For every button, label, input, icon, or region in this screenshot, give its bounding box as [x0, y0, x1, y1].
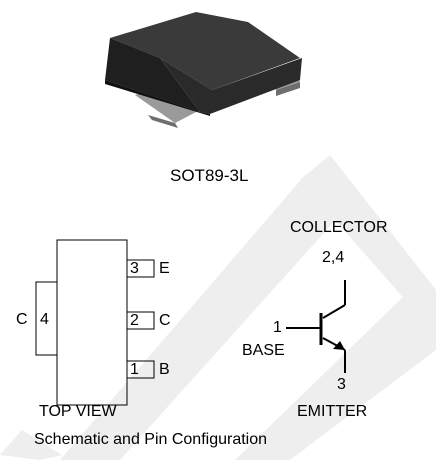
top-view-label: TOP VIEW — [39, 403, 117, 420]
pin-1-number: 1 — [130, 361, 139, 378]
pin-2-name: C — [159, 312, 171, 329]
package-body-left — [105, 38, 200, 112]
collector-diagonal — [322, 304, 346, 319]
tab-outline — [35, 281, 58, 356]
emitter-arrow — [333, 341, 345, 350]
collector-label: COLLECTOR — [290, 219, 388, 236]
emitter-label: EMITTER — [297, 403, 368, 420]
pin-box-2 — [126, 311, 155, 330]
tab-number: 4 — [40, 311, 49, 328]
base-pin-number: 1 — [273, 319, 282, 336]
pin-box-3 — [126, 259, 155, 278]
package-name: SOT89-3L — [170, 166, 249, 185]
tab-name: C — [16, 311, 28, 328]
collector-pin-numbers: 2,4 — [322, 249, 345, 266]
pin-2-number: 2 — [130, 312, 139, 329]
package-body-front — [160, 58, 302, 114]
figure-caption: Schematic and Pin Configuration — [34, 431, 268, 448]
package-outline — [56, 239, 128, 406]
pin-1-name: B — [159, 361, 170, 378]
package-illustration — [105, 12, 302, 128]
pin-3-number: 3 — [130, 260, 139, 277]
pin-3-name: E — [159, 260, 170, 277]
pinout-diagram — [35, 239, 155, 406]
watermark — [0, 155, 436, 460]
transistor-symbol — [286, 280, 346, 373]
pin-box-1 — [126, 360, 155, 379]
emitter-pin-number: 3 — [337, 376, 346, 393]
package-body-top — [110, 12, 300, 90]
base-label: BASE — [242, 342, 285, 359]
